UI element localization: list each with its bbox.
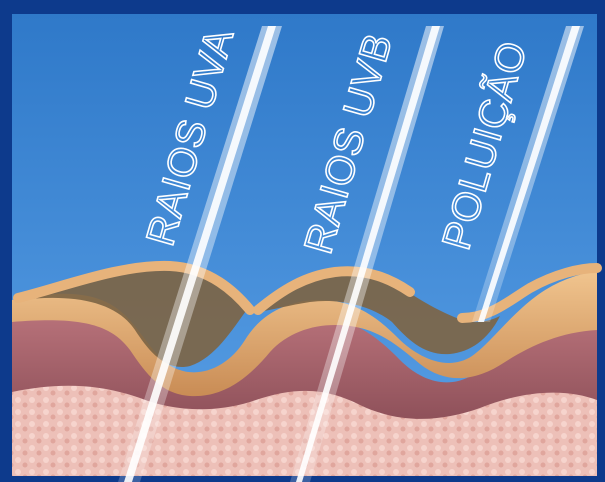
skin-diagram: RAIOS UVA RAIOS UVB POLUIÇÃO	[0, 0, 605, 482]
skin-layers-illustration: RAIOS UVA RAIOS UVB POLUIÇÃO	[0, 0, 605, 482]
